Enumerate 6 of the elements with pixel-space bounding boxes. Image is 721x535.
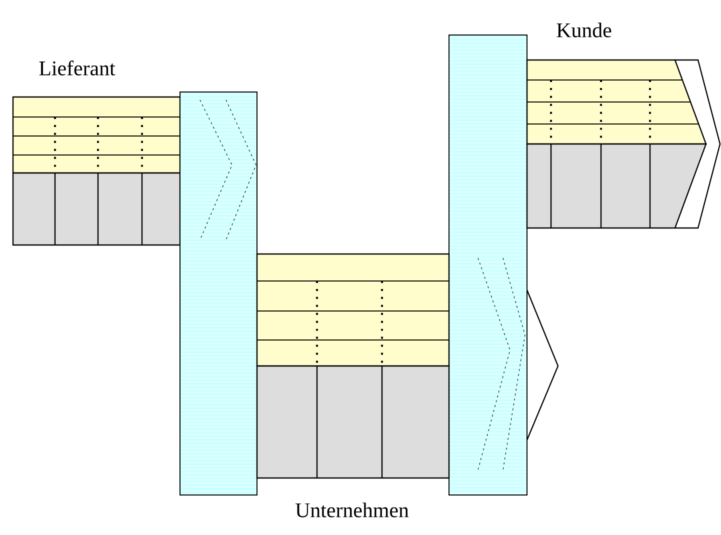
value-chain: Kunde bbox=[526, 22, 721, 229]
node-label: Kunde bbox=[556, 22, 612, 38]
node-label: Unternehmen bbox=[296, 502, 409, 518]
value-chain: Lieferant bbox=[12, 60, 181, 246]
node-label: Lieferant bbox=[39, 60, 116, 76]
value-chain: Unternehmen bbox=[256, 253, 559, 518]
